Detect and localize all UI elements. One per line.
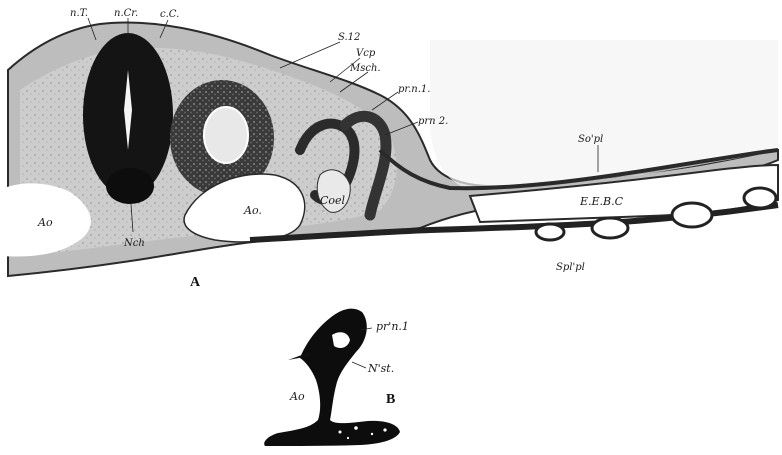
- label-msch: Msch.: [349, 63, 381, 74]
- label-eebc: E.E.B.C: [579, 195, 624, 208]
- label-ao-mid: Ao.: [243, 204, 262, 217]
- notochord: [106, 168, 154, 204]
- speckle: [339, 431, 342, 434]
- label-coel: Coel: [320, 194, 346, 207]
- leader-b-nst: [352, 362, 366, 368]
- leader-s12: [280, 42, 340, 68]
- blood-island: [672, 203, 712, 227]
- label-prn2: prn 2.: [418, 116, 448, 127]
- blood-island: [536, 224, 564, 240]
- speckle: [354, 426, 358, 430]
- label-nT: n.T.: [70, 8, 88, 19]
- blood-island: [592, 218, 628, 238]
- label-vcp: Vcp: [356, 48, 376, 59]
- label-nCr: n.Cr.: [114, 8, 138, 19]
- blood-island: [744, 188, 776, 208]
- speckle: [371, 433, 373, 435]
- label-b-ao: Ao: [289, 390, 305, 403]
- label-sopl: So'pl: [578, 134, 603, 145]
- panel-a-label: A: [190, 275, 201, 290]
- speckle: [383, 428, 386, 431]
- label-ao-left: Ao: [37, 216, 53, 229]
- label-b-prn1: pr'n.1: [376, 320, 409, 333]
- label-b-nst: N'st.: [367, 362, 394, 375]
- somite-lumen: [204, 107, 248, 163]
- label-cC: c.C.: [160, 9, 179, 20]
- label-nch: Nch: [123, 238, 145, 249]
- speckle: [347, 437, 349, 439]
- label-splpl: Spl'pl: [556, 262, 585, 273]
- label-s12: S.12: [338, 32, 360, 43]
- panel-a: [0, 18, 778, 276]
- panel-b-label: B: [386, 392, 395, 407]
- label-prn1: pr.n.1.: [398, 84, 430, 95]
